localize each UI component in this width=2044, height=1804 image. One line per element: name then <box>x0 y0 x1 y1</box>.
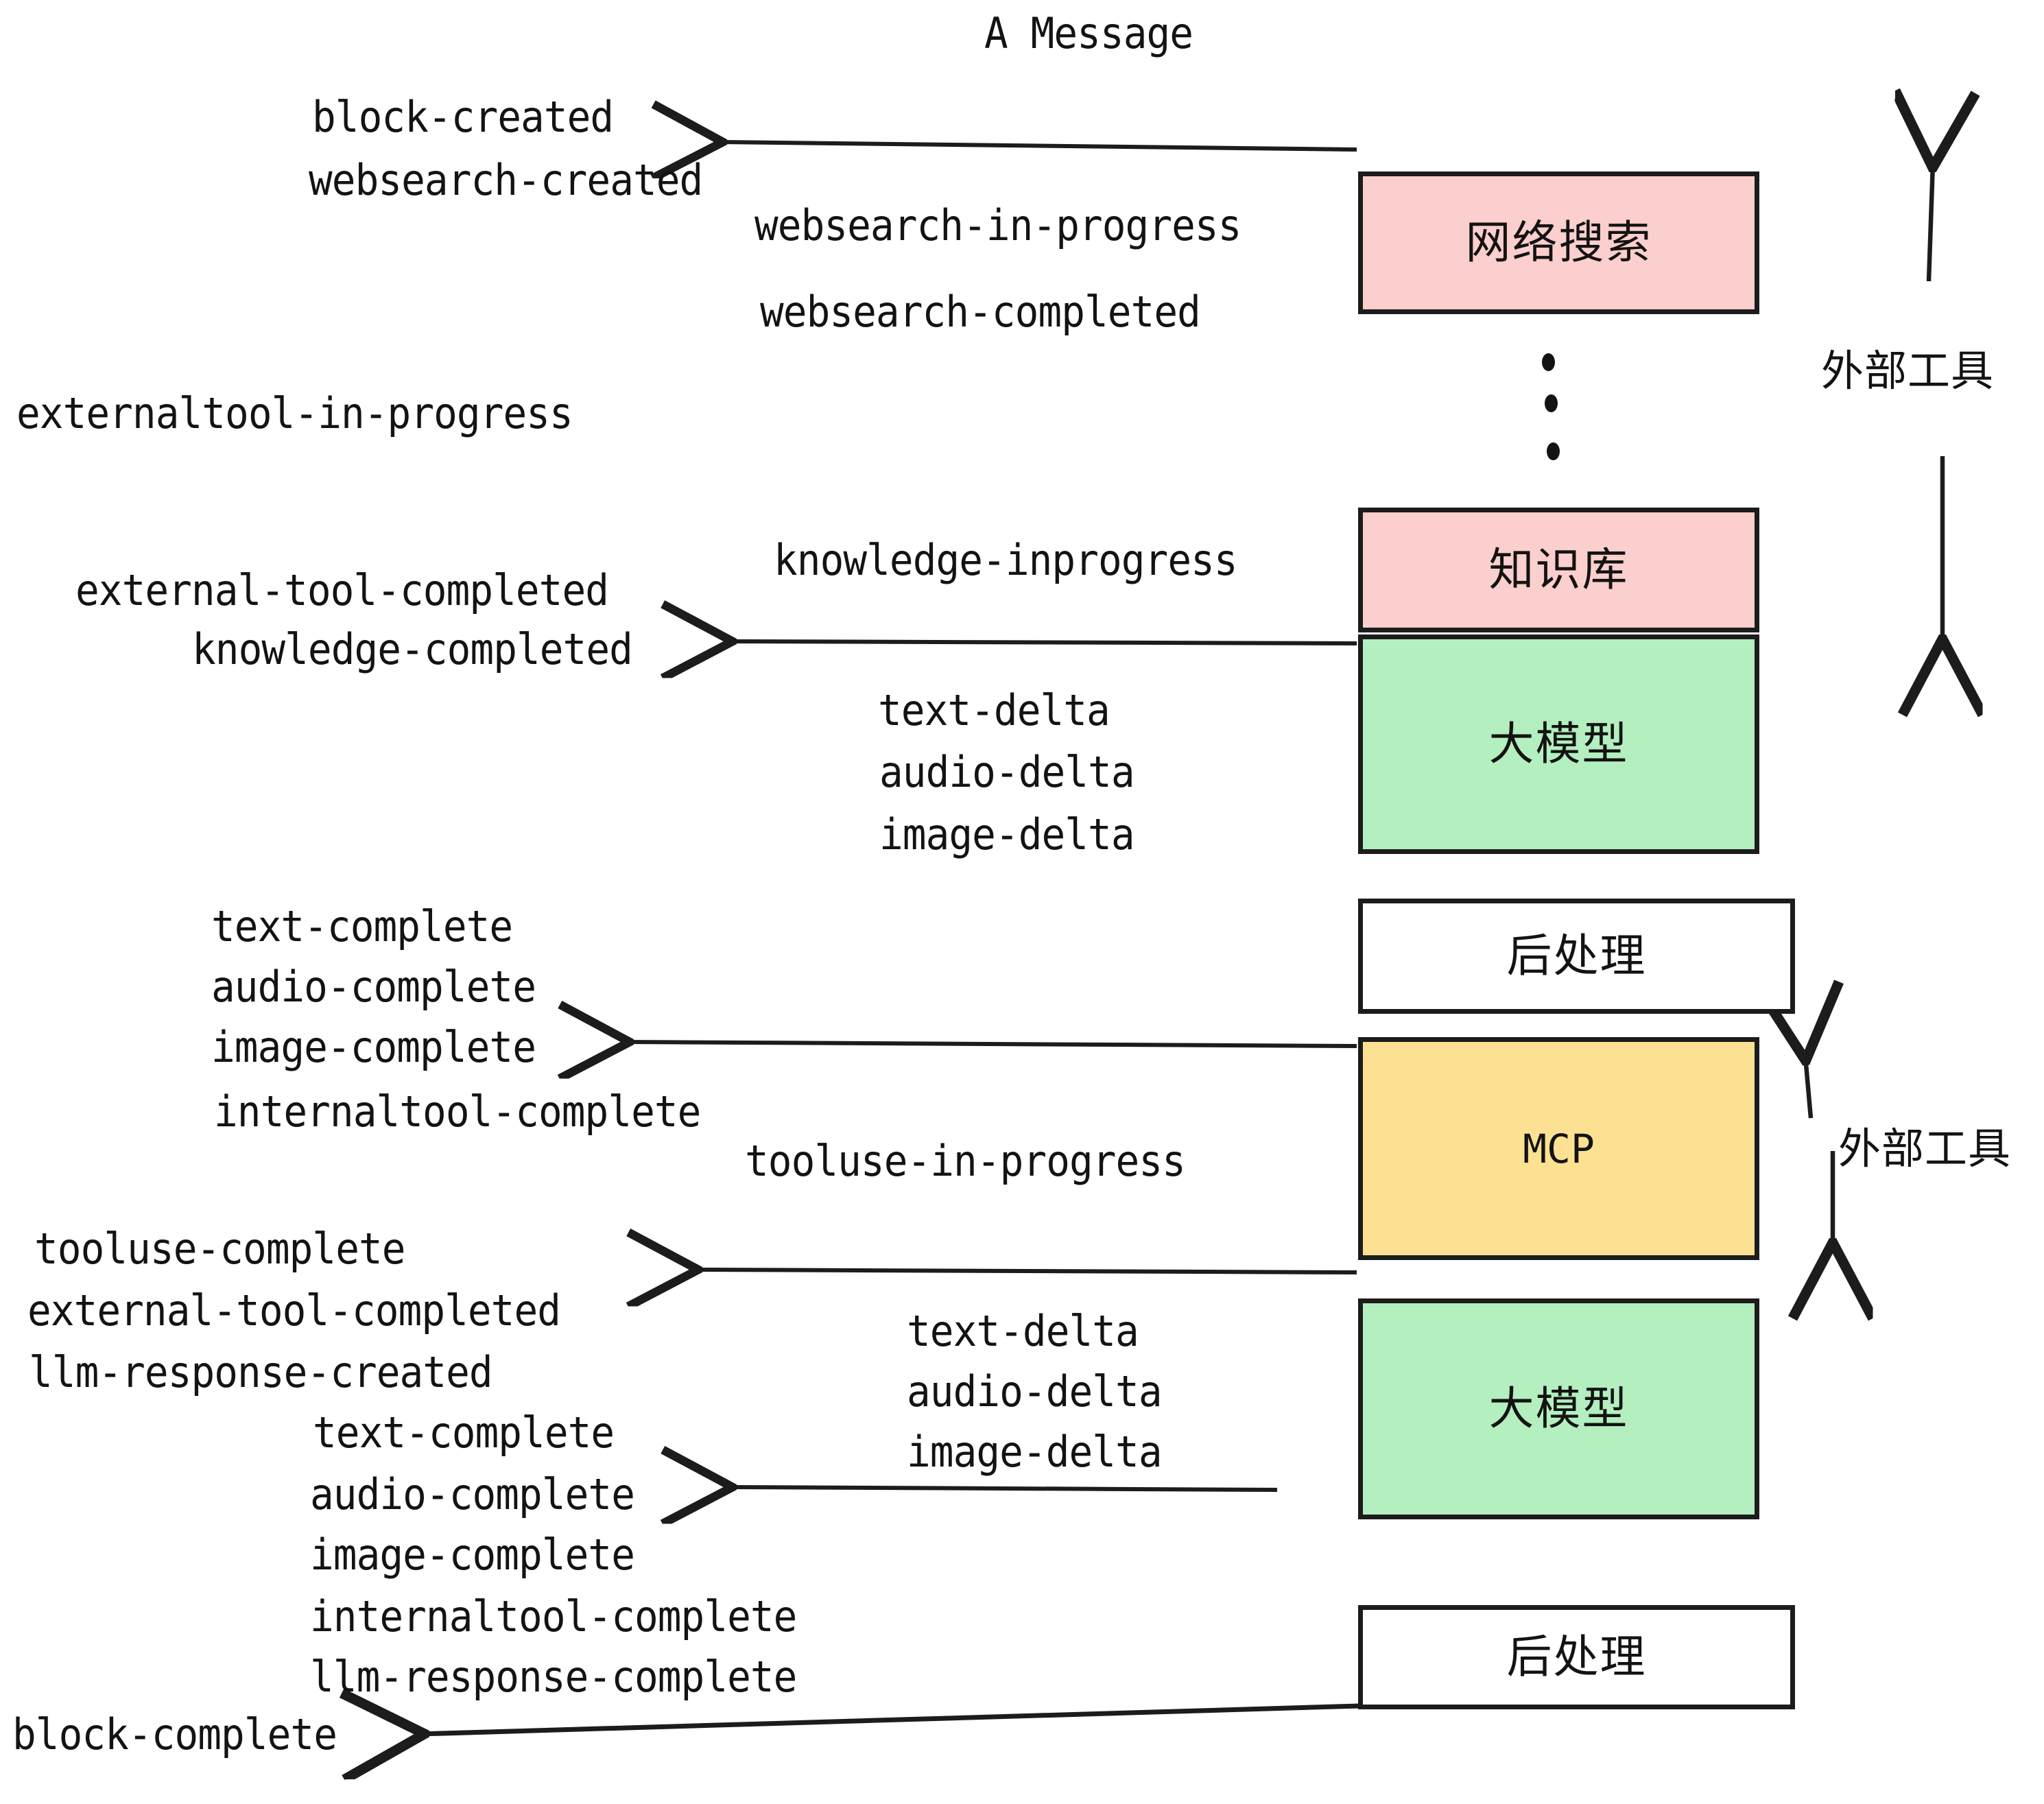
event-websearch-completed: websearch-completed <box>760 287 1201 337</box>
node-knowledge[interactable]: 知识库 <box>1358 508 1759 632</box>
arrow-llm2-to-audio-complete <box>728 1487 1278 1490</box>
node-llm-1[interactable]: 大模型 <box>1358 634 1759 854</box>
node-knowledge-label: 知识库 <box>1488 543 1629 596</box>
event-websearch-created: websearch-created <box>309 155 703 205</box>
node-llm-1-label: 大模型 <box>1488 717 1629 770</box>
arrow-external-tool-bottom-up <box>1805 1056 1811 1119</box>
event-tooluse-in-progress: tooluse-in-progress <box>745 1136 1186 1186</box>
event-knowledge-completed: knowledge-completed <box>192 624 633 674</box>
node-llm-2[interactable]: 大模型 <box>1358 1298 1759 1519</box>
event-image-complete-2: image-complete <box>310 1530 635 1580</box>
node-postprocess-2[interactable]: 后处理 <box>1358 1605 1795 1709</box>
event-llm-response-created: llm-response-created <box>29 1347 493 1397</box>
node-postprocess-1[interactable]: 后处理 <box>1358 899 1795 1014</box>
event-image-delta-1: image-delta <box>879 809 1135 859</box>
event-externaltool-in-progress: externaltool-in-progress <box>16 388 573 438</box>
event-text-complete-2: text-complete <box>313 1408 615 1458</box>
node-llm-2-label: 大模型 <box>1488 1382 1629 1435</box>
arrow-mcp-to-tooluse-complete <box>694 1270 1357 1272</box>
event-audio-delta-2: audio-delta <box>907 1366 1163 1416</box>
side-annotation-external-tool-top: 外部工具 <box>1821 336 1994 398</box>
event-block-complete: block-complete <box>12 1709 337 1759</box>
event-audio-complete-1: audio-complete <box>211 962 536 1012</box>
event-text-complete-1: text-complete <box>211 901 513 951</box>
ellipsis-dot-1 <box>1542 353 1555 371</box>
event-text-delta-2: text-delta <box>907 1306 1139 1356</box>
ellipsis-dot-2 <box>1545 394 1558 412</box>
event-internaltool-complete-1: internaltool-complete <box>214 1087 701 1137</box>
event-websearch-in-progress: websearch-in-progress <box>754 200 1241 250</box>
event-text-delta-1: text-delta <box>878 685 1110 735</box>
arrow-knowledge-to-knowledge-completed <box>728 641 1357 643</box>
diagram-title: A Message <box>984 8 1193 58</box>
node-mcp[interactable]: MCP <box>1358 1037 1759 1260</box>
event-audio-complete-2: audio-complete <box>310 1469 635 1519</box>
event-audio-delta-1: audio-delta <box>879 747 1135 797</box>
event-llm-response-complete: llm-response-complete <box>310 1652 797 1702</box>
event-image-complete-1: image-complete <box>211 1022 536 1072</box>
event-image-delta-2: image-delta <box>907 1427 1163 1477</box>
event-external-tool-completed-2: external-tool-completed <box>27 1285 561 1336</box>
event-internaltool-complete-2: internaltool-complete <box>310 1591 797 1641</box>
side-annotation-external-tool-bottom: 外部工具 <box>1838 1114 2011 1176</box>
node-websearch[interactable]: 网络搜索 <box>1358 171 1759 314</box>
arrow-websearch-to-block-created <box>719 142 1357 150</box>
node-postprocess-1-label: 后处理 <box>1506 929 1647 982</box>
event-external-tool-completed-1: external-tool-completed <box>75 565 609 615</box>
node-mcp-label: MCP <box>1523 1125 1595 1172</box>
event-knowledge-inprogress: knowledge-inprogress <box>774 535 1238 585</box>
node-websearch-label: 网络搜索 <box>1465 216 1652 269</box>
event-block-created: block-created <box>312 92 614 142</box>
side-annotation-external-tool-bottom-label: 外部工具 <box>1838 1124 2012 1174</box>
arrow-postprocess2-to-block-complete <box>420 1706 1360 1734</box>
event-tooluse-complete: tooluse-complete <box>34 1224 405 1274</box>
ellipsis-dot-3 <box>1547 442 1560 460</box>
arrow-external-tool-top-up <box>1929 163 1933 282</box>
arrow-postprocess1-to-image-complete <box>626 1042 1357 1046</box>
node-postprocess-2-label: 后处理 <box>1506 1630 1647 1683</box>
side-annotation-external-tool-top-label: 外部工具 <box>1821 346 1995 396</box>
